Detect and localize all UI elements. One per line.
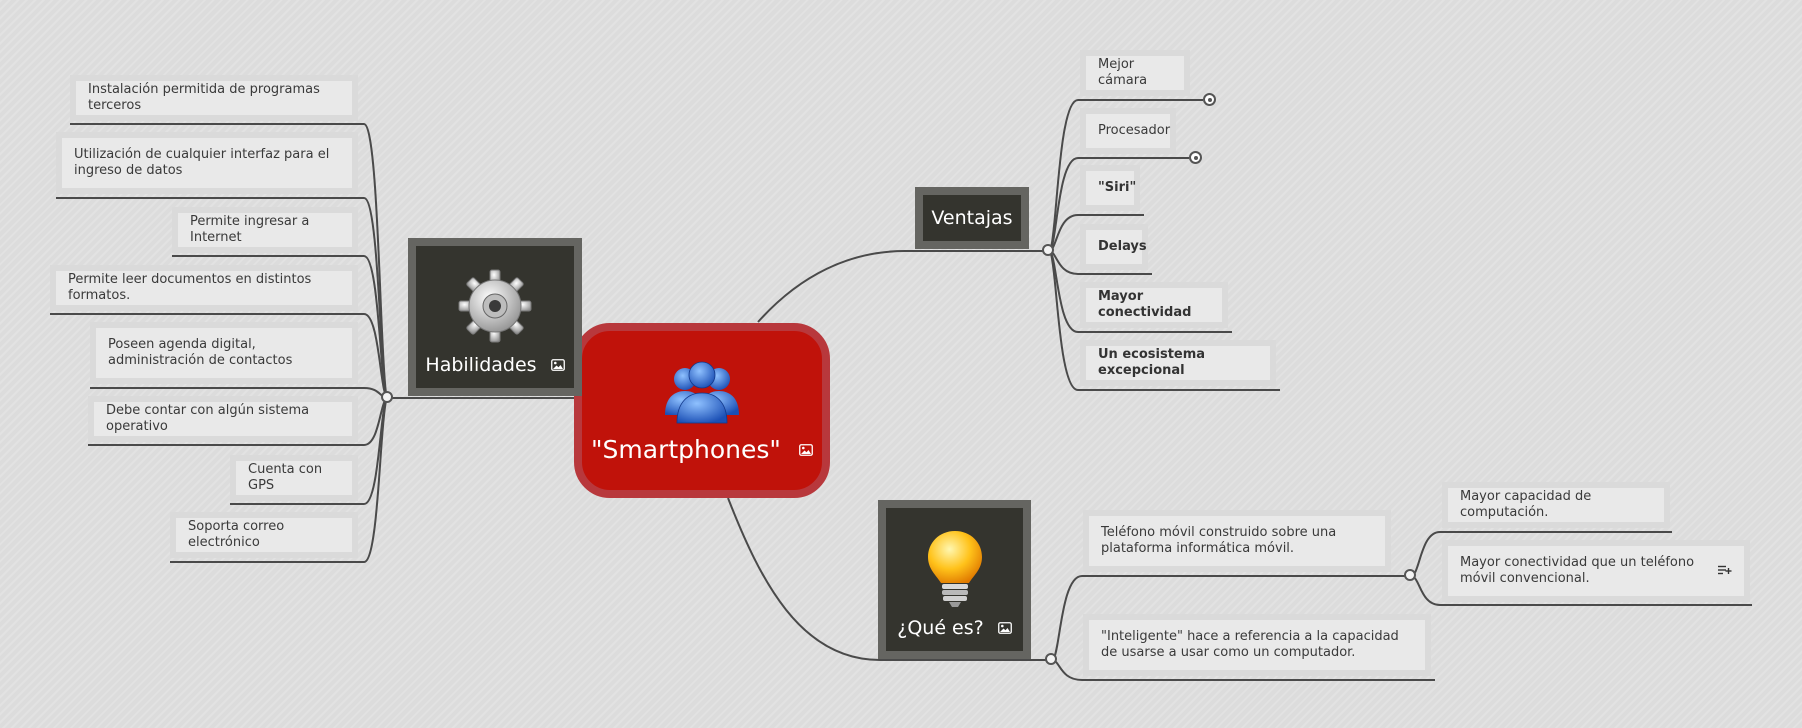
ventajas-item-label: Mejor cámara xyxy=(1098,57,1148,88)
habilidades-item-label: Utilización de cualquier interfaz para e… xyxy=(74,147,330,178)
habilidades-item-label: Debe contar con algún sistema operativo xyxy=(106,403,310,434)
habilidades-item[interactable]: Soporta correo electrónico xyxy=(170,512,358,558)
habilidades-item[interactable]: Debe contar con algún sistema operativo xyxy=(88,396,358,442)
que-es-item[interactable]: Teléfono móvil construido sobre una plat… xyxy=(1083,510,1391,572)
que-es-item[interactable]: "Inteligente" hace a referencia a la cap… xyxy=(1083,614,1431,676)
image-icon[interactable] xyxy=(997,622,1012,634)
habilidades-item-label: Poseen agenda digital, administración de… xyxy=(108,337,293,368)
habilidades-item-label: Cuenta con GPS xyxy=(248,462,323,493)
ventajas-item[interactable]: "Siri" xyxy=(1080,165,1140,211)
habilidades-collapse-knob[interactable] xyxy=(381,391,393,403)
ventajas-item[interactable]: Mayor conectividad xyxy=(1080,282,1228,328)
ventajas-item-label: Mayor conectividad xyxy=(1098,289,1192,320)
connector-hab-8 xyxy=(170,397,389,563)
connector-central-que-es xyxy=(727,497,1052,661)
branch-habilidades-label: Habilidades xyxy=(425,354,537,376)
que-es-subitem-label: Mayor conectividad que un teléfono móvil… xyxy=(1460,555,1695,586)
que-es-item-label: "Inteligente" hace a referencia a la cap… xyxy=(1101,629,1399,660)
ventajas-item[interactable]: Mejor cámara xyxy=(1080,50,1190,96)
central-topic[interactable]: "Smartphones" xyxy=(574,323,830,498)
ventajas-item-label: Delays xyxy=(1098,239,1147,254)
connector-ven-6 xyxy=(1048,250,1280,391)
branch-ventajas-label: Ventajas xyxy=(931,207,1013,229)
ventajas-item[interactable]: Delays xyxy=(1080,224,1148,270)
gear-icon xyxy=(458,269,532,343)
ventajas-collapse-knob[interactable] xyxy=(1042,244,1054,256)
habilidades-item-label: Instalación permitida de programas terce… xyxy=(88,82,320,113)
habilidades-item[interactable]: Utilización de cualquier interfaz para e… xyxy=(56,132,358,194)
branch-ventajas[interactable]: Ventajas xyxy=(915,187,1029,249)
branch-habilidades[interactable]: Habilidades xyxy=(408,238,582,396)
que-es-collapse-knob[interactable] xyxy=(1045,653,1057,665)
central-topic-label: "Smartphones" xyxy=(591,435,781,464)
procesador-marker-icon[interactable] xyxy=(1189,151,1202,164)
note-icon[interactable] xyxy=(1718,565,1732,577)
habilidades-item[interactable]: Permite ingresar a Internet xyxy=(172,207,358,253)
users-icon xyxy=(665,361,739,424)
connector-central-ventajas xyxy=(757,250,1049,323)
ventajas-item-label: Un ecosistema excepcional xyxy=(1098,347,1206,378)
image-icon[interactable] xyxy=(799,443,813,456)
habilidades-item-label: Permite leer documentos en distintos for… xyxy=(68,272,312,303)
que-es-item-label: Teléfono móvil construido sobre una plat… xyxy=(1101,525,1337,556)
habilidades-item[interactable]: Permite leer documentos en distintos for… xyxy=(50,265,358,311)
branch-que-es-label: ¿Qué es? xyxy=(897,617,984,639)
habilidades-item-label: Permite ingresar a Internet xyxy=(190,214,310,245)
image-icon[interactable] xyxy=(550,359,565,371)
lightbulb-icon xyxy=(927,531,982,607)
que-es-subitem[interactable]: Mayor capacidad de computación. xyxy=(1442,482,1670,528)
habilidades-item[interactable]: Cuenta con GPS xyxy=(230,455,358,501)
ventajas-item-label: "Siri" xyxy=(1098,180,1137,195)
mejor-camara-marker-icon[interactable] xyxy=(1203,93,1216,106)
branch-que-es[interactable]: ¿Qué es? xyxy=(878,500,1031,659)
habilidades-item[interactable]: Instalación permitida de programas terce… xyxy=(70,75,358,121)
habilidades-item-label: Soporta correo electrónico xyxy=(188,519,285,550)
habilidades-item[interactable]: Poseen agenda digital, administración de… xyxy=(90,322,358,384)
ventajas-item[interactable]: Un ecosistema excepcional xyxy=(1080,340,1276,386)
que-es-subitem[interactable]: Mayor conectividad que un teléfono móvil… xyxy=(1442,540,1750,602)
ventajas-item-label: Procesador xyxy=(1098,123,1171,138)
ventajas-item[interactable]: Procesador xyxy=(1080,108,1176,154)
que-es-subitem-label: Mayor capacidad de computación. xyxy=(1460,489,1592,520)
que-es-item-collapse-knob[interactable] xyxy=(1404,569,1416,581)
